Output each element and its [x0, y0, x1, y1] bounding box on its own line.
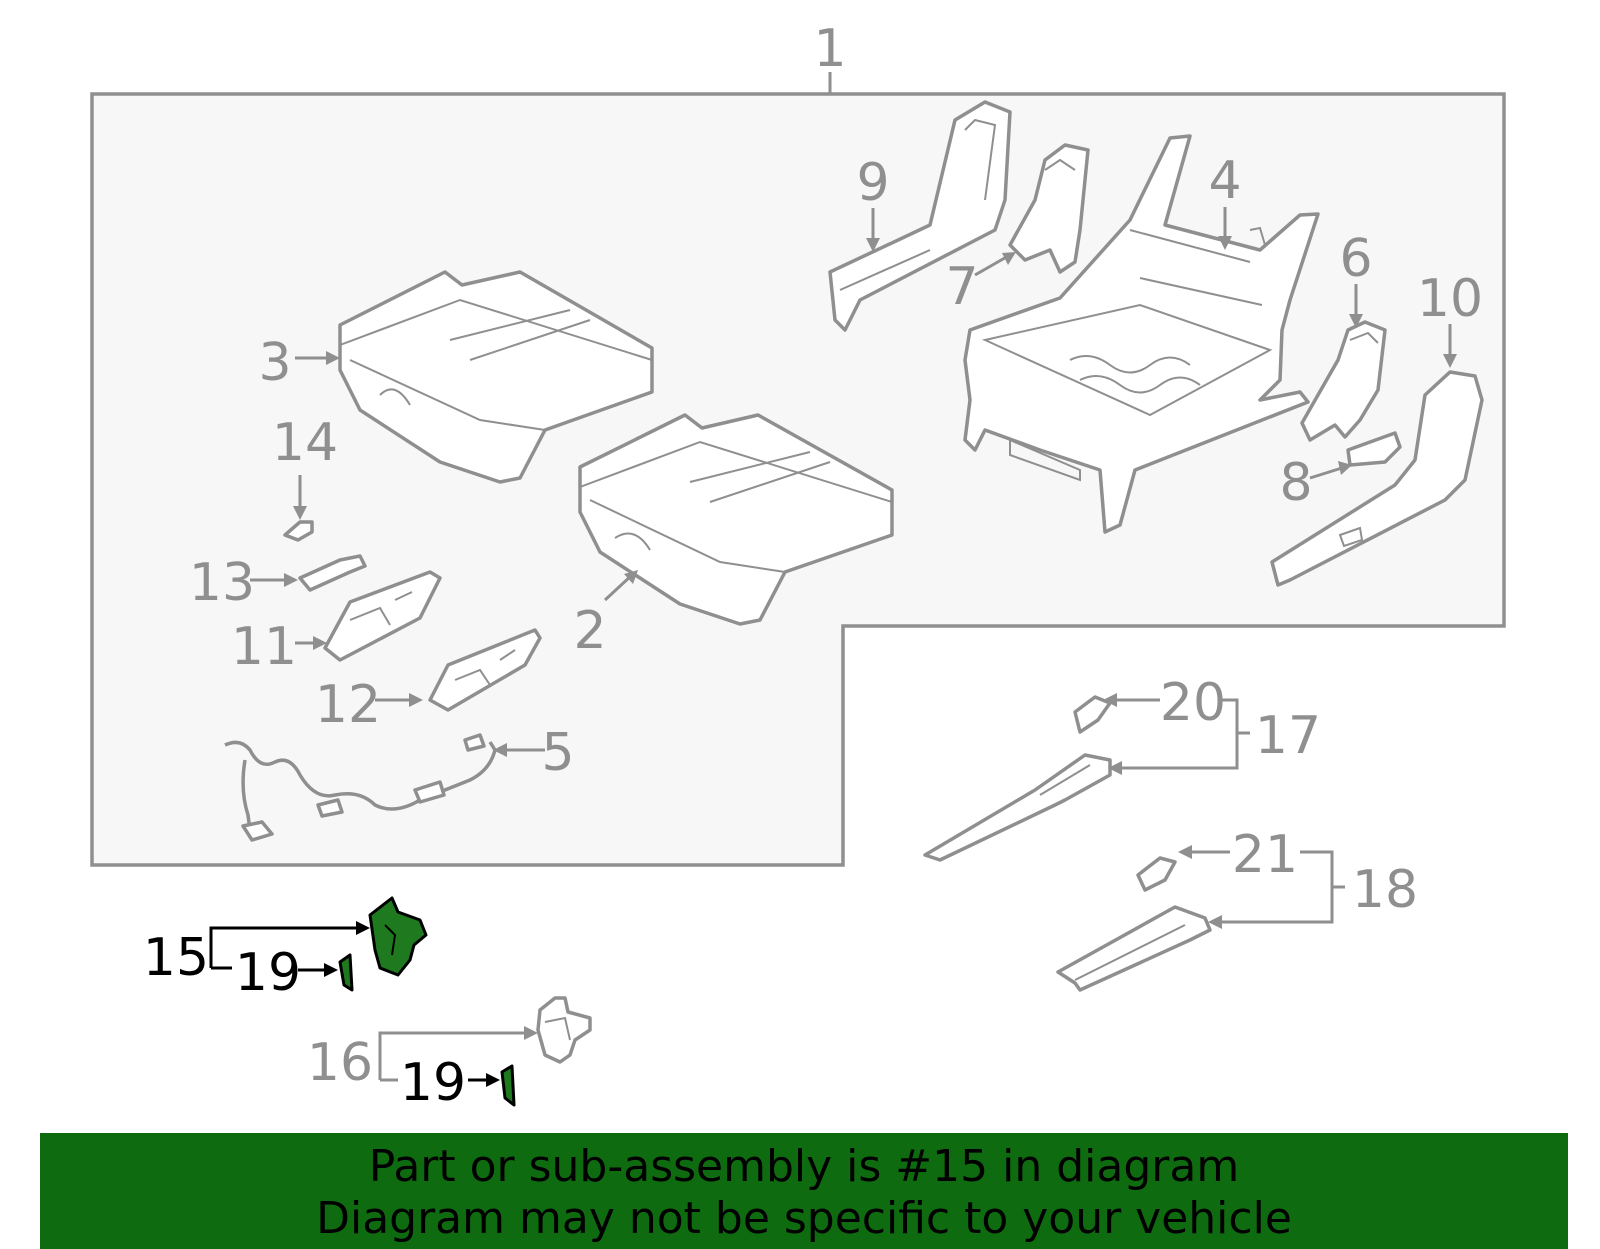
callout-15: 15 — [143, 928, 209, 988]
part-side-shield-inner — [1300, 320, 1387, 442]
part-track-18 — [1056, 905, 1212, 992]
callout-1: 1 — [813, 19, 846, 79]
part-19-upper — [338, 953, 354, 992]
part-wire-harness — [224, 733, 497, 842]
callout-21: 21 — [1232, 825, 1298, 885]
callout-5: 5 — [541, 723, 574, 783]
banner-line-part: Part or sub-assembly is #15 in diagram — [368, 1141, 1240, 1192]
callout-19-lower: 19 — [400, 1053, 466, 1113]
callout-9: 9 — [856, 153, 889, 213]
part-switch-bezel — [323, 570, 442, 662]
callout-13: 13 — [189, 553, 255, 613]
part-seat-cushion-cover — [338, 270, 654, 484]
part-side-cover — [1270, 370, 1484, 587]
part-15-highlighted — [368, 896, 428, 977]
part-16 — [536, 996, 592, 1064]
callout-16: 16 — [307, 1033, 373, 1093]
callout-10: 10 — [1417, 269, 1483, 329]
callout-11: 11 — [231, 617, 297, 677]
callout-7: 7 — [945, 257, 978, 317]
callout-6: 6 — [1339, 229, 1372, 289]
callout-19-upper: 19 — [235, 943, 301, 1003]
part-track-17 — [923, 753, 1112, 862]
part-cap — [283, 520, 314, 542]
part-21-bracket — [1136, 856, 1177, 892]
part-seat-cushion-pad — [578, 413, 894, 626]
callout-20: 20 — [1160, 673, 1226, 733]
callout-18: 18 — [1352, 860, 1418, 920]
callout-4: 4 — [1208, 151, 1241, 211]
callout-3: 3 — [258, 333, 291, 393]
part-switch — [428, 628, 542, 712]
part-seat-frame — [963, 134, 1320, 534]
callout-12: 12 — [315, 675, 381, 735]
callout-8: 8 — [1279, 453, 1312, 513]
callout-14: 14 — [272, 413, 338, 473]
banner-line-disclaimer: Diagram may not be specific to your vehi… — [316, 1193, 1292, 1244]
part-handle — [298, 554, 367, 592]
part-side-trim — [1008, 143, 1090, 274]
leader-lines — [209, 207, 1457, 1087]
part-20-bracket — [1073, 695, 1112, 734]
callout-17: 17 — [1255, 706, 1321, 766]
part-side-shield-outer — [828, 100, 1012, 332]
part-19-lower — [500, 1064, 516, 1107]
callout-2: 2 — [573, 601, 606, 661]
part-small-bracket — [1346, 431, 1402, 467]
info-banner: Part or sub-assembly is #15 in diagram D… — [40, 1133, 1568, 1249]
